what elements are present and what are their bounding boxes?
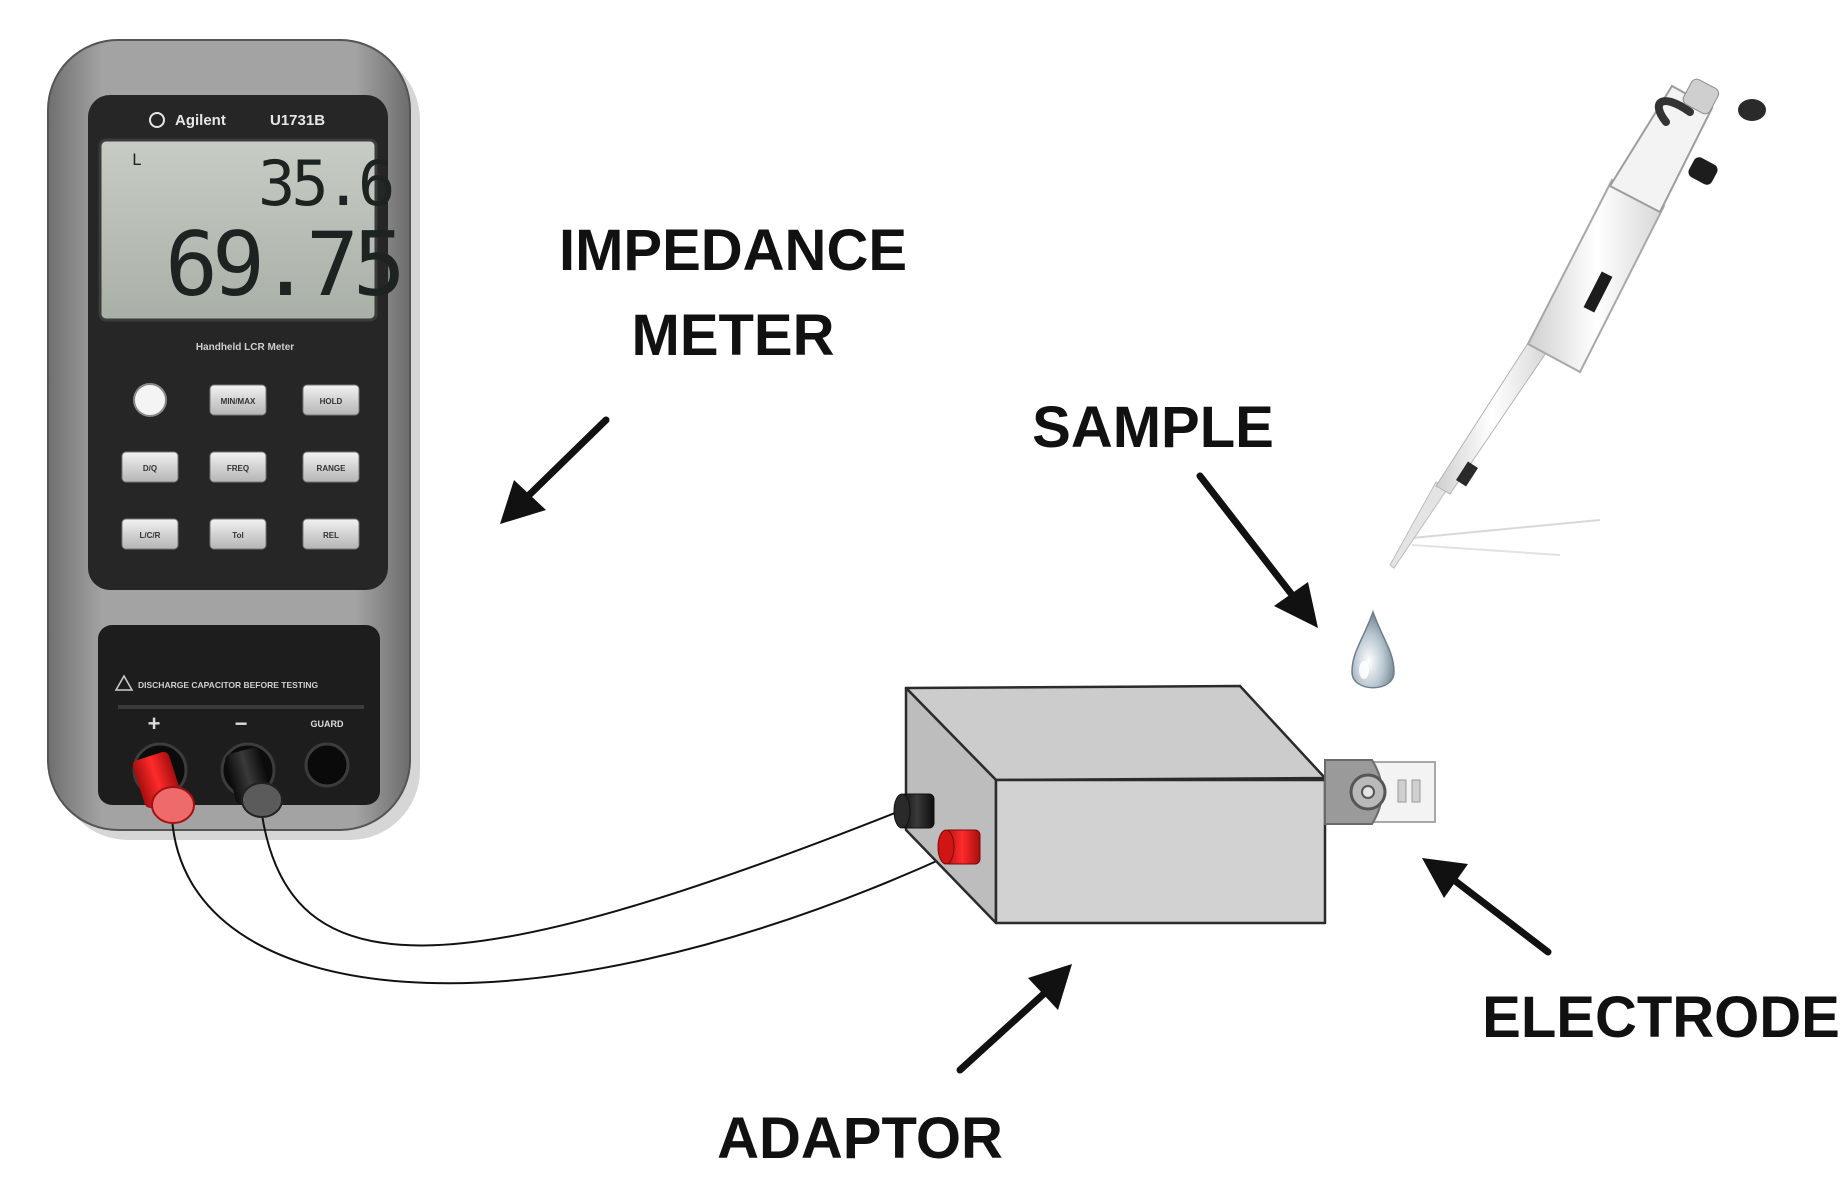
arrow-icon <box>500 416 610 524</box>
button-dq-label: D/Q <box>143 464 157 473</box>
pipette-body <box>1526 178 1666 374</box>
meter-brand: Agilent <box>175 112 226 129</box>
adaptor-front-face <box>994 778 1327 925</box>
button-freq[interactable]: FREQ <box>209 451 267 483</box>
power-button[interactable] <box>133 383 167 417</box>
droplet-icon <box>1351 609 1395 689</box>
red-plug-cap <box>151 786 195 824</box>
button-dq[interactable]: D/Q <box>121 451 179 483</box>
label-impedance: IMPEDANCE <box>559 218 907 283</box>
meter-model: U1731B <box>270 112 325 129</box>
guard-jack <box>304 742 350 788</box>
arrow-icon <box>1422 858 1552 956</box>
button-lcr-label: L/C/R <box>140 531 161 540</box>
lcd-primary-reading: 69.75 <box>165 213 400 316</box>
terminal-minus-label: − <box>235 711 248 736</box>
pipette-plunger-cap <box>1738 99 1766 121</box>
pipette-tip <box>1389 481 1449 569</box>
adaptor-connectors <box>893 793 981 865</box>
label-adaptor: ADAPTOR <box>717 1106 1003 1171</box>
label-electrode: ELECTRODE <box>1482 985 1840 1050</box>
adaptor-red-connector-face <box>937 829 955 865</box>
pipette-finger-hook <box>1654 97 1694 126</box>
button-hold-label: HOLD <box>320 397 343 406</box>
meter-keypad: MIN/MAX HOLD D/Q FREQ RANGE L/C/R <box>121 383 360 550</box>
button-hold[interactable]: HOLD <box>302 384 360 416</box>
pipette-volume-window <box>1583 271 1613 313</box>
adaptor-box <box>904 684 1327 925</box>
black-plug-cap <box>241 782 283 818</box>
pipette-ejector-button <box>1688 157 1718 185</box>
black-cable <box>261 808 906 947</box>
button-minmax-label: MIN/MAX <box>221 397 256 406</box>
meter-plugs <box>132 747 283 824</box>
impedance-meter: Agilent U1731B L 35.6 69.75 Handheld LCR… <box>47 39 420 840</box>
droplet-highlight <box>1359 661 1369 679</box>
lcd-secondary-reading: 35.6 <box>258 147 392 220</box>
arrow-icon <box>956 964 1072 1074</box>
spray-line-1 <box>1411 519 1601 539</box>
meter-header: Agilent U1731B <box>149 112 325 129</box>
pipette-lower-shaft <box>1435 339 1549 495</box>
spray-line-2 <box>1411 544 1561 556</box>
button-range[interactable]: RANGE <box>302 451 360 483</box>
button-rel-label: REL <box>323 531 339 540</box>
meter-subtitle: Handheld LCR Meter <box>196 342 294 353</box>
pipette-ejector-ring <box>1455 461 1479 487</box>
pipette-icon <box>1389 78 1766 569</box>
terminal-divider <box>118 705 364 709</box>
button-lcr[interactable]: L/C/R <box>121 518 179 550</box>
label-meter: METER <box>632 303 835 368</box>
red-cable <box>171 817 949 985</box>
electrode-contact-2 <box>1411 779 1421 803</box>
terminal-plus-label: + <box>148 711 161 736</box>
meter-lcd <box>98 138 378 322</box>
pipette-plunger <box>1682 78 1720 115</box>
button-freq-label: FREQ <box>227 464 249 473</box>
electrode-sensing-center <box>1361 785 1375 799</box>
agilent-logo-icon <box>149 112 165 128</box>
button-tol[interactable]: Tol <box>209 518 267 550</box>
button-rel[interactable]: REL <box>302 518 360 550</box>
warning-text: DISCHARGE CAPACITOR BEFORE TESTING <box>138 680 318 690</box>
adaptor-black-connector-face <box>893 793 911 829</box>
electrode <box>1324 759 1436 825</box>
label-sample: SAMPLE <box>1032 395 1274 460</box>
lcd-mode: L <box>132 150 142 169</box>
terminal-guard-label: GUARD <box>311 719 344 729</box>
button-tol-label: Tol <box>232 531 243 540</box>
cables <box>171 808 949 985</box>
arrows <box>500 416 1552 1074</box>
arrow-icon <box>1196 472 1318 628</box>
warning-triangle-icon <box>114 674 134 691</box>
electrode-contact-1 <box>1397 779 1407 803</box>
button-range-label: RANGE <box>317 464 347 473</box>
button-minmax[interactable]: MIN/MAX <box>209 384 267 416</box>
